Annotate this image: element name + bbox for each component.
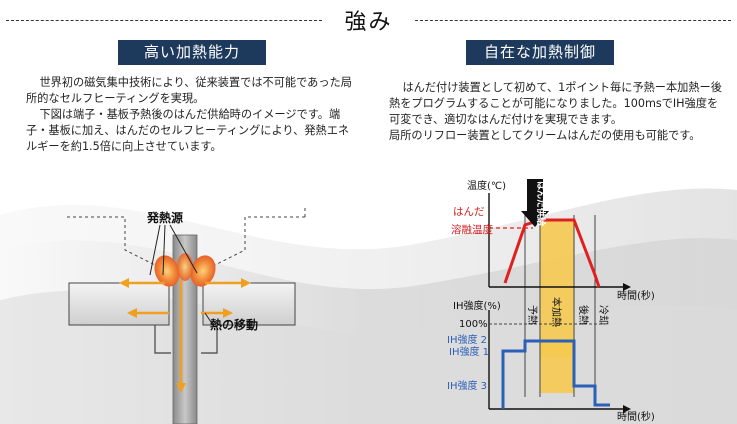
ih1-label: IH強度 1 (449, 345, 489, 358)
ih2-label: IH強度 2 (447, 333, 487, 346)
right-paragraph-2: 局所のリフロー装置としてクリームはんだの使用も可能です。 (389, 129, 701, 142)
label-heat-transfer: 熱の移動 (210, 317, 258, 332)
heating-profile-chart: 温度(℃) はんだ 溶融温度 はんだ供給 時間(秒) IH強度(%) 100% … (447, 179, 655, 423)
phase-label-cool: 冷却 (597, 305, 610, 325)
heat-arrows (119, 278, 251, 393)
left-description: 世界初の磁気集中技術により、従来装置では不可能であった局所的なセルフヒーティング… (26, 75, 360, 155)
substrate-right (202, 282, 296, 326)
phase-label-main: 本加熱 (550, 297, 563, 327)
main-heat-region (540, 220, 574, 357)
label-heat-source: 発熱源 (146, 210, 183, 225)
ih-axis-label: IH強度(%) (453, 299, 501, 312)
temp-axis-label: 温度(℃) (467, 179, 506, 192)
solder-supply-arrow (521, 179, 549, 227)
page-title: 強み (344, 10, 393, 35)
left-heading: 高い加熱能力 (118, 40, 266, 65)
right-paragraph-1: はんだ付け装置として初めて、1ポイント毎に予熱ー本加熱ー後熱をプログラムすること… (389, 81, 722, 126)
heat-flames (154, 253, 216, 287)
header-rule-right (415, 20, 731, 21)
coil-guide-lines (67, 205, 306, 266)
phase-label-preheat: 予熱 (526, 305, 539, 325)
left-paragraph-2: 下図は端子・基板予熱後のはんだ供給時のイメージです。端子・基板に加え、はんだのセ… (26, 108, 350, 153)
header-rule-left (6, 20, 322, 21)
left-paragraph-1: 世界初の磁気集中技術により、従来装置では不可能であった局所的なセルフヒーティング… (26, 76, 352, 105)
time-label-bottom: 時間(秒) (617, 410, 655, 423)
solder-supply-label: はんだ供給 (535, 181, 547, 227)
ih-profile (501, 339, 610, 409)
substrate-left (68, 282, 170, 326)
time-label-top: 時間(秒) (617, 289, 655, 302)
pct100-label: 100% (459, 319, 488, 330)
phase-label-postheat: 後熱 (577, 305, 590, 325)
heating-diagram: 発熱源 熱の移動 (67, 205, 306, 424)
right-heading: 自在な加熱制御 (466, 40, 614, 65)
temperature-curve (503, 218, 601, 288)
ih3-label: IH強度 3 (447, 379, 487, 392)
solder-label: はんだ (453, 206, 485, 218)
right-description: はんだ付け装置として初めて、1ポイント毎に予熱ー本加熱ー後熱をプログラムすること… (389, 80, 725, 144)
melt-temp-label: 溶融温度 (451, 223, 493, 236)
